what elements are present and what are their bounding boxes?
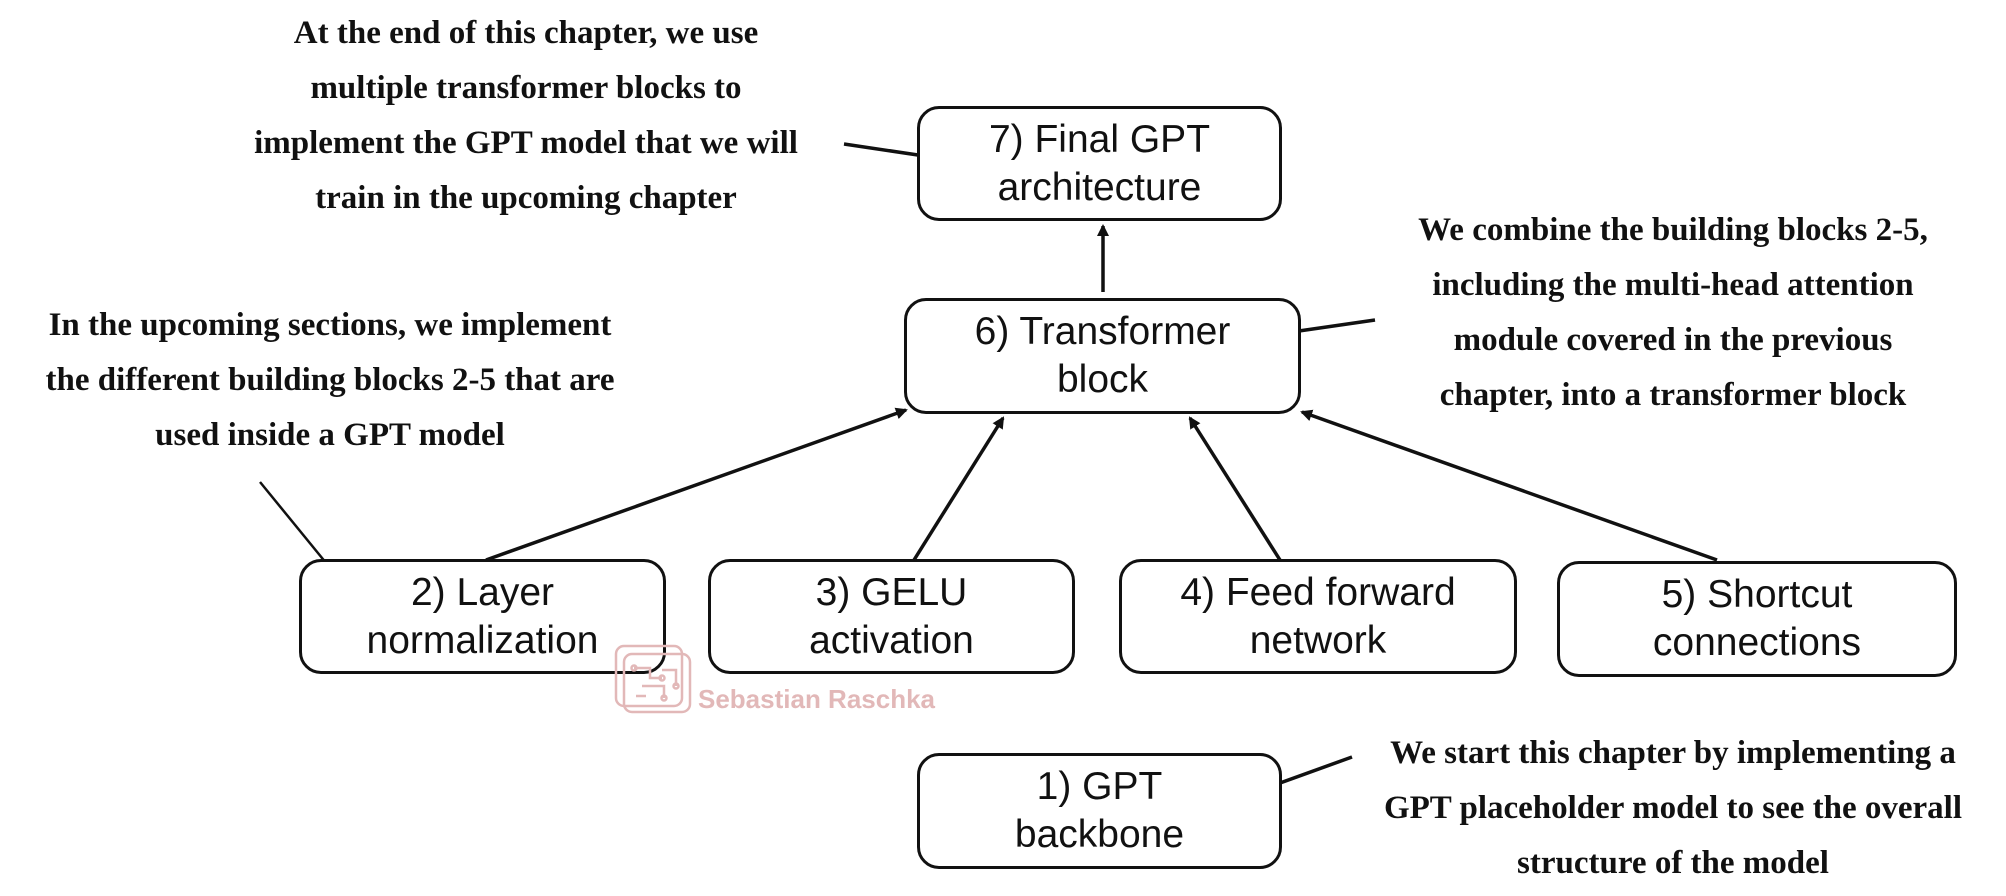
note-upcoming-sections: In the upcoming sections, we implement t… xyxy=(45,307,615,453)
watermark: Sebastian Raschka xyxy=(612,640,972,720)
note-combine-blocks: We combine the building blocks 2-5, incl… xyxy=(1418,212,1928,413)
note-start-chapter: We start this chapter by implementing a … xyxy=(1383,735,1963,881)
node-shortcut-connections: 5) Shortcut connections xyxy=(1557,561,1957,677)
node-layer-normalization: 2) Layer normalization xyxy=(299,559,666,674)
node-gpt-backbone: 1) GPT backbone xyxy=(917,753,1282,869)
node-label: 3) GELU activation xyxy=(809,570,974,662)
arrow-gelu-to-transformer xyxy=(912,416,1005,561)
watermark-text: Sebastian Raschka xyxy=(698,684,936,714)
node-label: 4) Feed forward network xyxy=(1180,570,1456,662)
node-final-gpt-architecture: 7) Final GPT architecture xyxy=(917,106,1282,221)
node-label: 6) Transformer block xyxy=(974,310,1231,401)
node-label: 7) Final GPT architecture xyxy=(988,117,1211,209)
arrow-shortcut-to-transformer xyxy=(1300,409,1718,562)
arrow-feedforward-to-transformer xyxy=(1188,416,1282,561)
node-label: 5) Shortcut connections xyxy=(1652,573,1862,664)
node-feed-forward-network: 4) Feed forward network xyxy=(1119,559,1517,674)
watermark-logo-icon xyxy=(614,644,692,714)
node-gelu-activation: 3) GELU activation xyxy=(708,559,1075,674)
arrow-layernorm-to-transformer xyxy=(485,407,908,562)
node-label: 1) GPT backbone xyxy=(1014,765,1185,856)
node-transformer-block: 6) Transformer block xyxy=(904,298,1301,414)
note-final-chapter: At the end of this chapter, we use multi… xyxy=(254,15,798,216)
node-label: 2) Layer normalization xyxy=(366,570,599,662)
